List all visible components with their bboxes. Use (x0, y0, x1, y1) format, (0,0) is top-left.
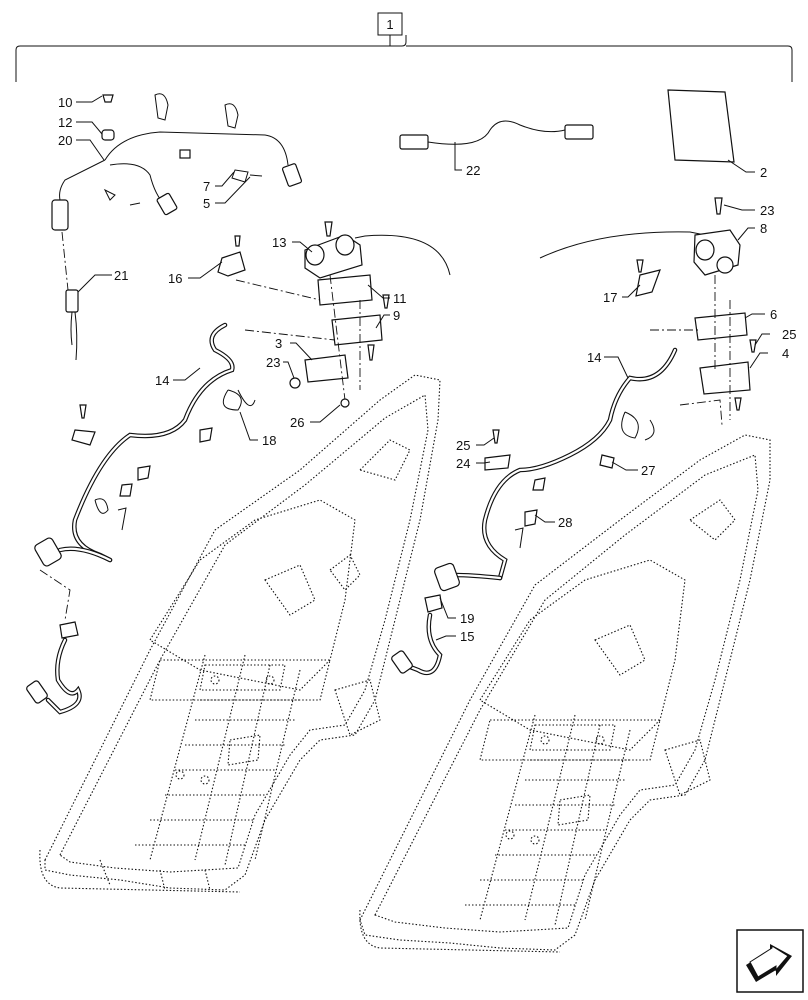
valve-13 (304, 221, 451, 279)
callout-18: 18 (262, 433, 276, 448)
callout-16: 16 (168, 271, 182, 286)
callout-26: 26 (290, 415, 304, 430)
callout-24: 24 (456, 456, 470, 471)
right-harness-14 (391, 347, 678, 676)
callout-27: 27 (641, 463, 655, 478)
callout-12: 12 (58, 115, 72, 130)
harness-20 (51, 93, 303, 231)
next-page-arrow-icon[interactable] (736, 929, 804, 993)
connector-21 (61, 231, 79, 361)
callout-3: 3 (275, 336, 282, 351)
harness-22 (399, 120, 594, 150)
callout-4: 4 (782, 346, 789, 361)
assembly-number: 1 (386, 17, 393, 32)
callout-11: 11 (393, 291, 407, 306)
right-seat-frame (359, 434, 771, 953)
callout-17: 17 (603, 290, 617, 305)
right-brackets (635, 259, 757, 426)
left-brackets (217, 235, 390, 408)
left-harness-14 (26, 322, 256, 715)
callout-10: 10 (58, 95, 72, 110)
callouts: 10 12 20 7 5 21 22 2 23 8 13 16 11 9 3 2… (58, 95, 796, 644)
callout-14-left: 14 (155, 373, 169, 388)
label-card-2 (667, 89, 735, 163)
callout-5: 5 (203, 196, 210, 211)
callout-6: 6 (770, 307, 777, 322)
callout-23-right: 23 (760, 203, 774, 218)
callout-15: 15 (460, 629, 474, 644)
callout-7: 7 (203, 179, 210, 194)
left-seat-frame (39, 374, 441, 893)
valve-8 (539, 197, 741, 276)
callout-25-left: 25 (456, 438, 470, 453)
callout-23-left: 23 (266, 355, 280, 370)
callout-20: 20 (58, 133, 72, 148)
callout-22: 22 (466, 163, 480, 178)
assembly-bracket: 1 (15, 12, 793, 82)
callout-14-right: 14 (587, 350, 601, 365)
callout-19: 19 (460, 611, 474, 626)
callout-9: 9 (393, 308, 400, 323)
callout-25-right: 25 (782, 327, 796, 342)
callout-21: 21 (114, 268, 128, 283)
callout-2: 2 (760, 165, 767, 180)
callout-8: 8 (760, 221, 767, 236)
callout-13: 13 (272, 235, 286, 250)
callout-28: 28 (558, 515, 572, 530)
